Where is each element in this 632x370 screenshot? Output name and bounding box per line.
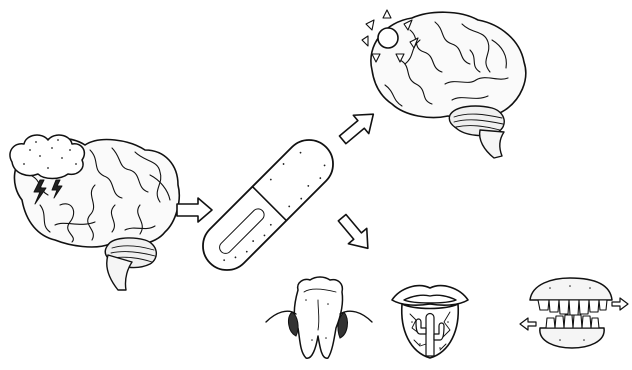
arrow-left-icon xyxy=(520,318,536,330)
arrow-to-happy-brain xyxy=(335,105,381,149)
arrow-to-pill xyxy=(177,198,212,222)
sun-icon xyxy=(378,28,398,48)
brain-storm-illustration xyxy=(10,135,179,290)
dry-tongue-illustration xyxy=(392,286,468,358)
grinding-teeth-illustration xyxy=(520,278,628,348)
decayed-tooth-illustration xyxy=(266,277,372,358)
arrow-right-icon xyxy=(612,298,628,310)
arrow-to-side-effects xyxy=(333,210,377,256)
pill-capsule xyxy=(193,130,343,280)
brain-sun-illustration xyxy=(362,10,526,158)
